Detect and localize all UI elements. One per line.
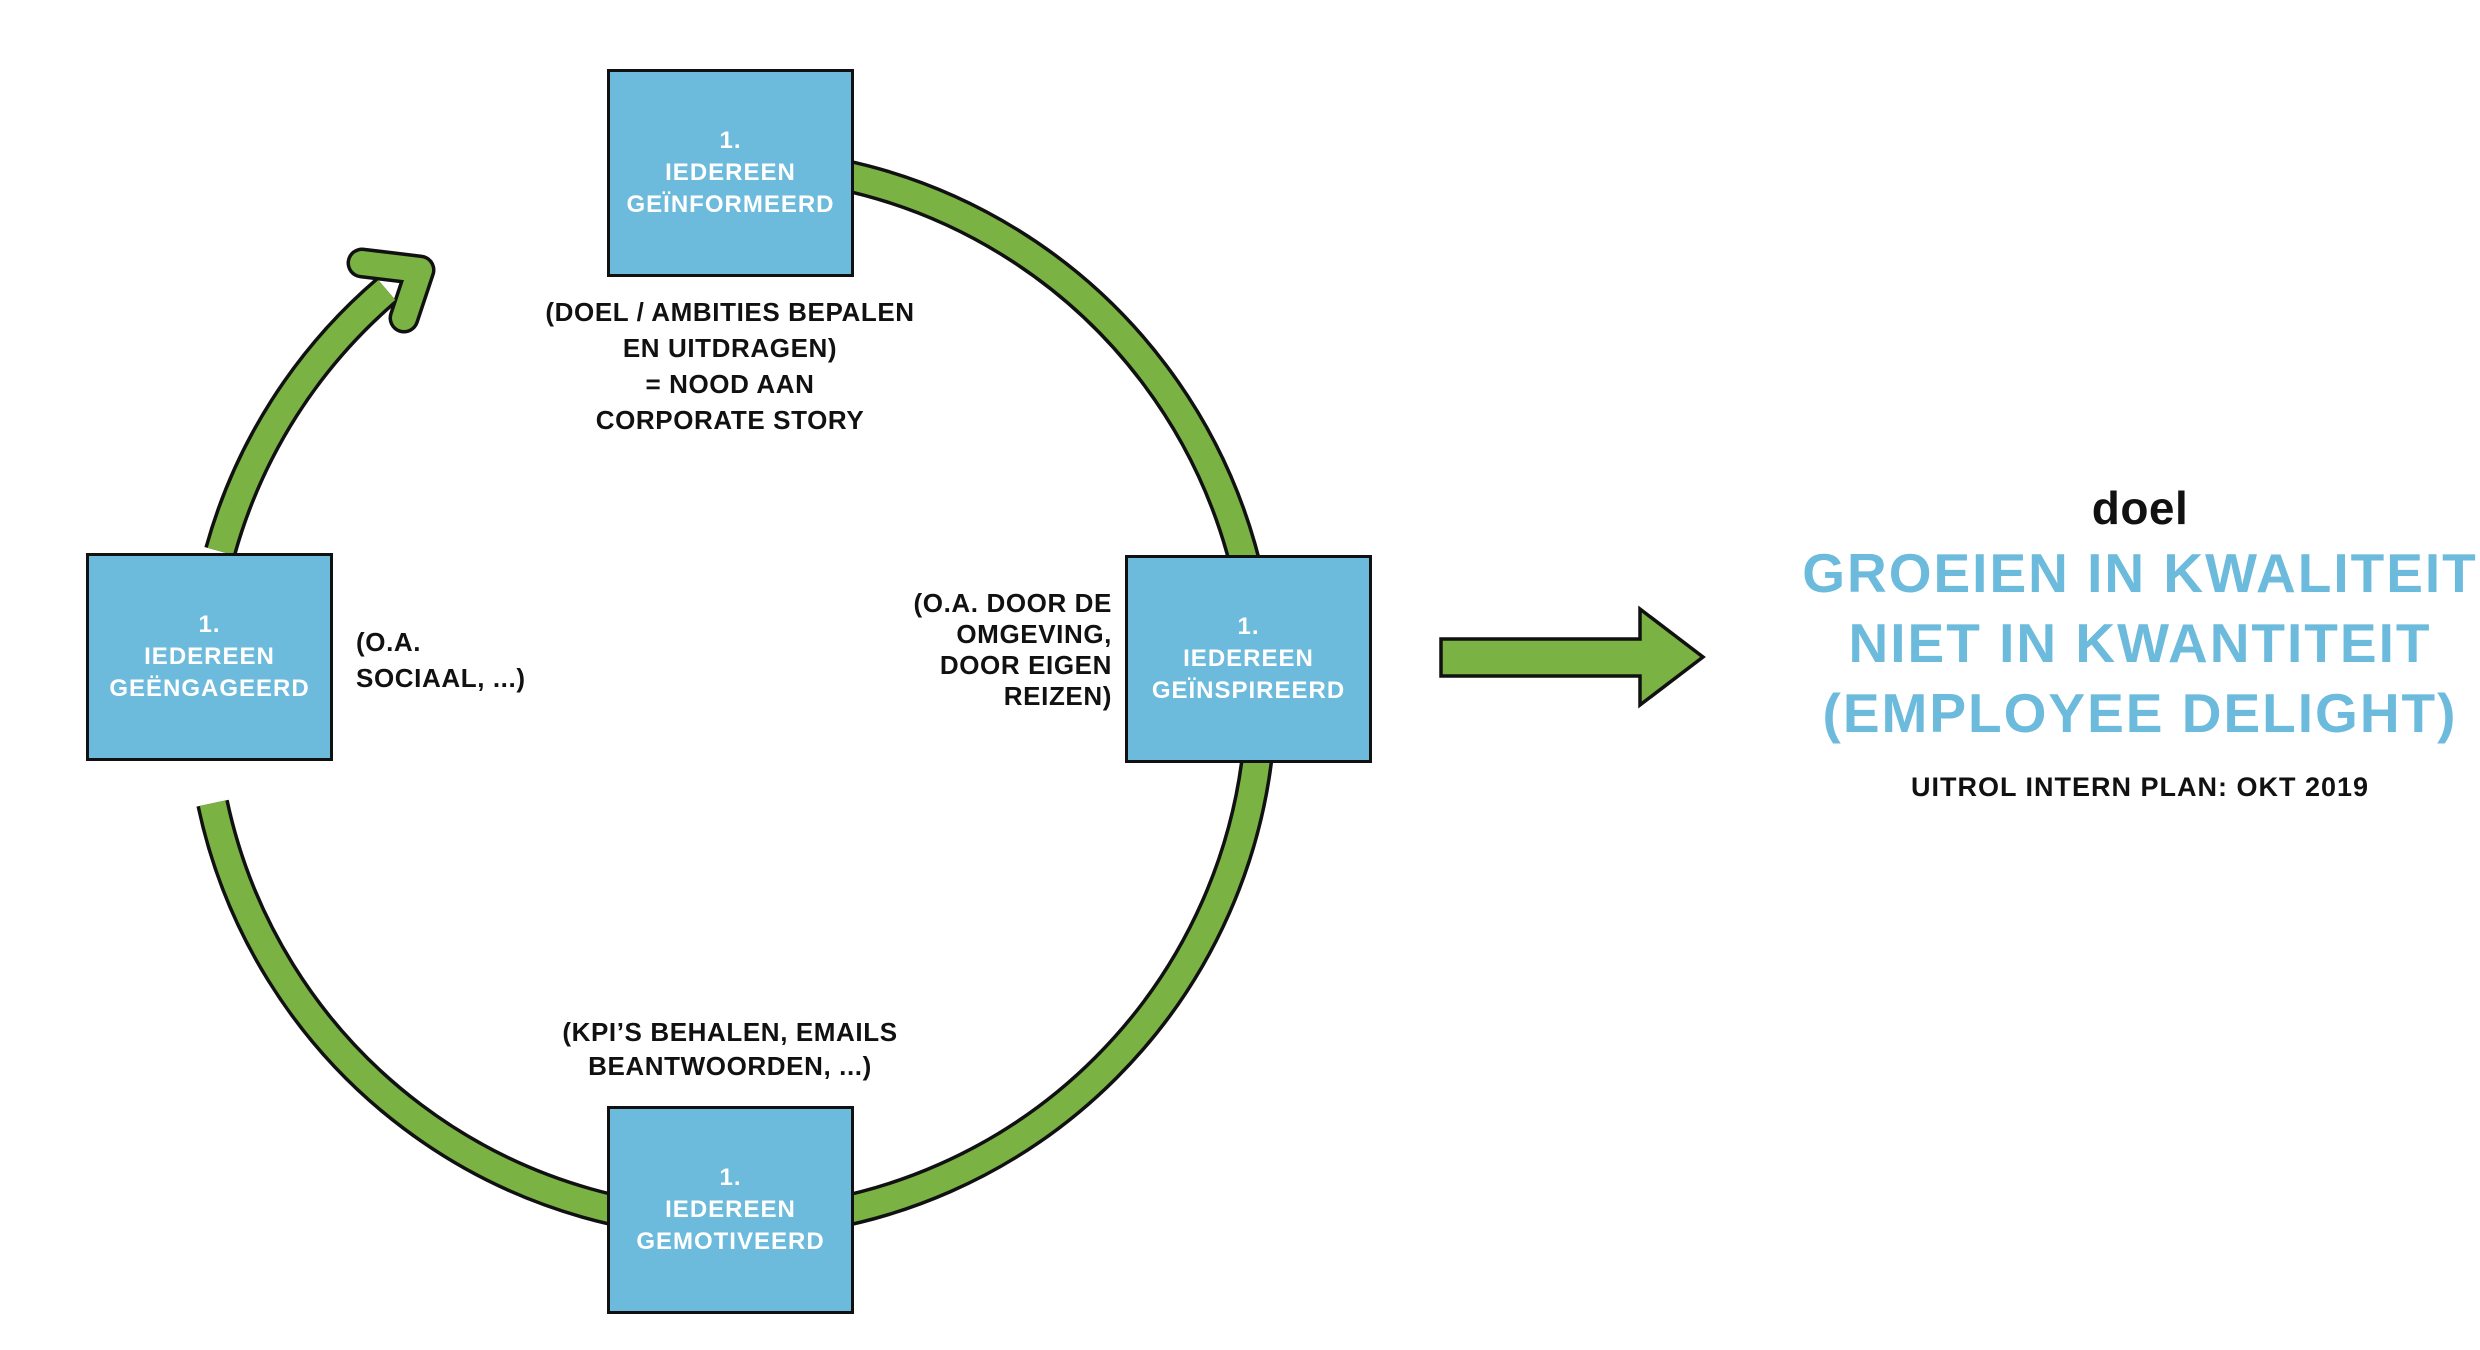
caption-line: (O.A. DOOR DE [913,588,1112,618]
caption-line: DOOR EIGEN [939,650,1112,680]
stage-title: GEMOTIVEERD [636,1228,825,1255]
caption-line: (DOEL / AMBITIES BEPALEN [545,297,915,327]
goal-line: (EMPLOYEE DELIGHT) [1822,682,2458,744]
caption-line: CORPORATE STORY [595,405,865,435]
stage-number: 1. [719,1164,742,1191]
stage-line: IEDEREEN [665,159,796,186]
stage-title: GEÏNFORMEERD [626,191,835,218]
caption-motivated: (KPI’S BEHALEN, EMAILS BEANTWOORDEN, ...… [480,1015,980,1083]
goal-block: doel GROEIEN IN KWALITEIT NIET IN KWANTI… [1800,478,2480,804]
rollout-date: UITROL INTERN PLAN: OKT 2019 [1910,772,2370,802]
caption-line: SOCIAAL, ...) [356,663,526,693]
stage-box-informed: 1. IEDEREEN GEÏNFORMEERD [607,69,854,277]
caption-line: BEANTWOORDEN, ...) [588,1051,872,1081]
stage-box-motivated: 1. IEDEREEN GEMOTIVEERD [607,1106,854,1314]
cycle-ring [196,158,1278,1240]
caption-line: REIZEN) [1003,681,1112,711]
stage-number: 1. [719,127,742,154]
ring-fill [199,161,1274,1236]
caption-inspired: (O.A. DOOR DE OMGEVING, DOOR EIGEN REIZE… [860,588,1112,712]
caption-line: (O.A. [356,627,422,657]
stage-number: 1. [1237,613,1260,640]
curved-arrow-shaft [207,280,396,555]
right-arrow-icon [1439,605,1706,709]
goal-label: doel [2091,482,2189,534]
caption-engaged: (O.A. SOCIAAL, ...) [356,624,526,696]
stage-box-inspired: 1. IEDEREEN GEÏNSPIREERD [1125,555,1372,763]
caption-line: = NOOD AAN [645,369,815,399]
stage-number: 1. [198,611,221,638]
stage-line: IEDEREEN [1183,645,1314,672]
goal-line: NIET IN KWANTITEIT [1848,612,2432,674]
caption-line: (KPI’S BEHALEN, EMAILS [562,1017,898,1047]
curved-arrow-icon [204,247,436,556]
caption-line: OMGEVING, [956,619,1112,649]
stage-title: GEËNGAGEERD [109,675,310,702]
stage-line: IEDEREEN [665,1196,796,1223]
stage-title: GEÏNSPIREERD [1151,677,1346,704]
caption-line: EN UITDRAGEN) [622,333,838,363]
caption-informed: (DOEL / AMBITIES BEPALEN EN UITDRAGEN) =… [480,294,980,438]
stage-line: IEDEREEN [144,643,275,670]
goal-line: GROEIEN IN KWALITEIT [1802,542,2478,604]
curved-arrow-head [350,251,432,330]
stage-box-engaged: 1. IEDEREEN GEËNGAGEERD [86,553,333,761]
